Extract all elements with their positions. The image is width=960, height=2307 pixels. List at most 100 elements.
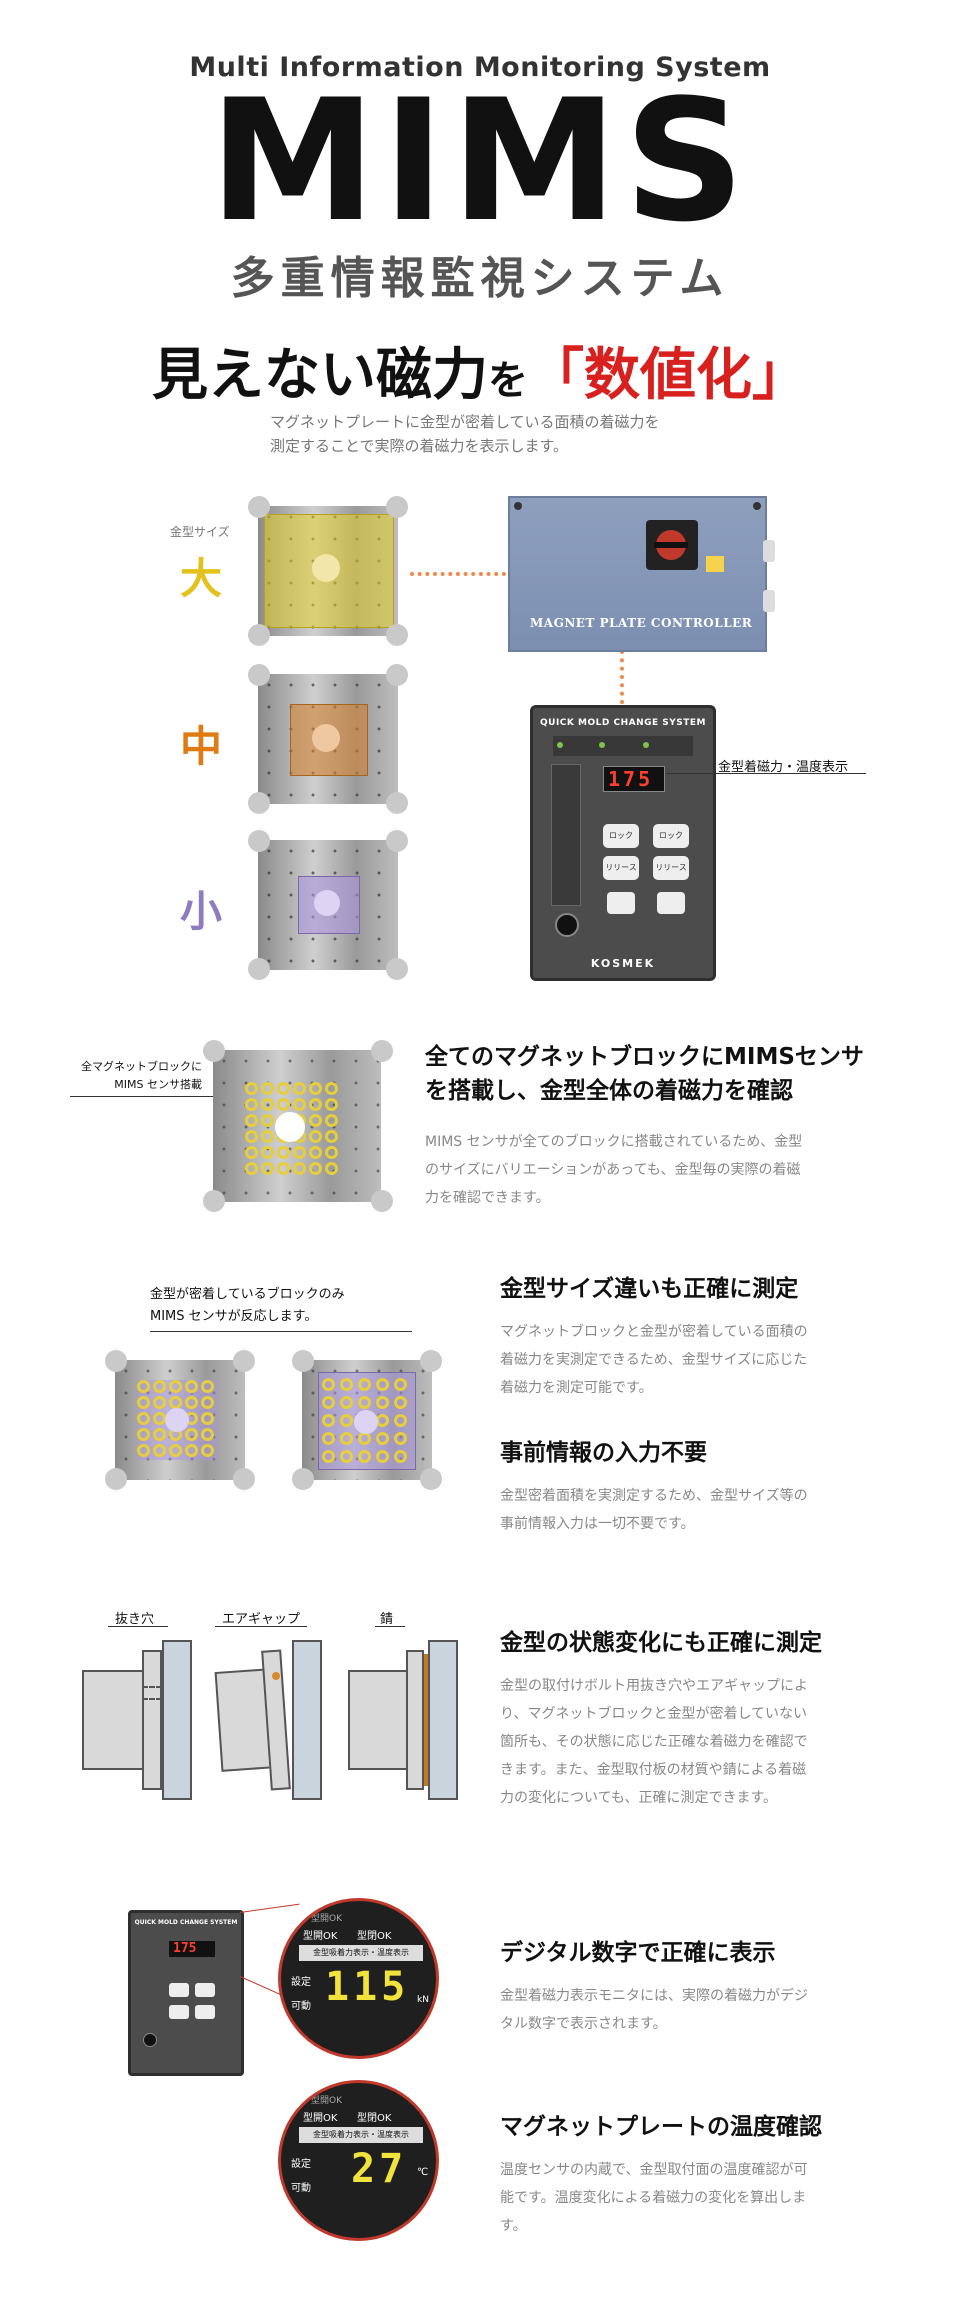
sensor-ring [322, 1396, 335, 1409]
intro-line: 測定することで実際の着磁力を表示します。 [270, 437, 569, 455]
release-button-right[interactable]: リリース [653, 856, 689, 880]
controller-label: MAGNET PLATE CONTROLLER [530, 616, 753, 630]
force-display-value: 175 [608, 767, 654, 791]
sensor-ring [322, 1378, 335, 1391]
sensor-ring [322, 1414, 335, 1427]
mold-overlay-large [264, 514, 394, 628]
panel-callout: 金型着磁力・温度表示 [718, 760, 849, 775]
sensor-ring [261, 1130, 274, 1143]
key-switch-icon [555, 913, 579, 937]
sensor-ring [325, 1114, 338, 1127]
sensor-ring [309, 1130, 322, 1143]
sensor-ring [153, 1380, 166, 1393]
sensor-ring [340, 1450, 353, 1463]
lock-button-left[interactable]: ロック [603, 824, 639, 848]
section1-body: MIMS センサが全てのブロックに搭載されているため、金型 のサイズにバリエーシ… [425, 1134, 803, 1206]
reset-button[interactable] [607, 892, 635, 914]
sensor-ring [309, 1162, 322, 1175]
sensor-ring [394, 1396, 407, 1409]
sensor-ring [325, 1098, 338, 1111]
magnet-plate-controller: MAGNET PLATE CONTROLLER [508, 496, 775, 652]
sensor-ring [185, 1380, 198, 1393]
section2-title: 金型サイズ違いも正確に測定 [500, 1276, 799, 1302]
section4-title2: マグネットプレートの温度確認 [500, 2114, 822, 2140]
system-english-name: Multi Information Monitoring System [189, 52, 771, 83]
label-air-gap: エアギャップ [222, 1612, 301, 1627]
size-large-label: 大 [180, 554, 223, 603]
section3-body: 金型の取付けボルト用抜き穴やエアギャップによ り、マグネットブロックと金型が密着… [500, 1678, 808, 1806]
sensor-ring [137, 1444, 150, 1457]
plate-compare-a [105, 1350, 255, 1490]
rotary-switch [646, 520, 698, 570]
section2-body: マグネットブロックと金型が密着している面積の 着磁力を実測定できるため、金型サイ… [500, 1324, 808, 1396]
sensor-ring [358, 1396, 371, 1409]
sensor-ring [277, 1098, 290, 1111]
sensor-ring [340, 1414, 353, 1427]
operation-panel: QUICK MOLD CHANGE SYSTEM 175 ロック ロック リリー… [530, 705, 716, 981]
sensor-ring [325, 1146, 338, 1159]
intro-line: マグネットプレートに金型が密着している面積の着磁力を [270, 413, 660, 431]
sensor-ring [325, 1082, 338, 1095]
sensor-ring [201, 1396, 214, 1409]
sensor-ring [201, 1380, 214, 1393]
sensor-ring [185, 1444, 198, 1457]
sensor-ring [358, 1450, 371, 1463]
power-button[interactable] [657, 892, 685, 914]
sensor-ring [293, 1162, 306, 1175]
sensor-ring [137, 1412, 150, 1425]
sensor-ring [376, 1378, 389, 1391]
label-hole: 抜き穴 [115, 1612, 155, 1627]
diagram-rust [348, 1640, 458, 1800]
sensor-ring [137, 1380, 150, 1393]
diagram-bolt-hole [82, 1640, 192, 1800]
size-small-label: 小 [180, 887, 223, 936]
sensor-ring [358, 1378, 371, 1391]
force-display: 175 [603, 766, 665, 792]
sensor-ring [261, 1146, 274, 1159]
sensor-ring [261, 1098, 274, 1111]
connector-controller-to-panel [620, 650, 624, 704]
mims-logo: MIMS [209, 63, 751, 259]
sensor-ring [325, 1162, 338, 1175]
sensor-ring [185, 1428, 198, 1441]
hero-intro: マグネットプレートに金型が密着している面積の着磁力を 測定することで実際の着磁力… [270, 410, 750, 458]
sensor-ring [394, 1432, 407, 1445]
section2-callout: 金型が密着しているブロックのみ MIMS センサが反応します。 [150, 1287, 345, 1324]
mold-size-header: 金型サイズ [170, 525, 230, 539]
sensor-ring [376, 1450, 389, 1463]
sensor-ring [309, 1098, 322, 1111]
headline-particle: を [488, 358, 528, 404]
sensor-ring [245, 1162, 258, 1175]
sensor-ring [261, 1082, 274, 1095]
section2-body2: 金型密着面積を実測定するため、金型サイズ等の 事前情報入力は一切不要です。 [500, 1488, 808, 1532]
sensor-ring [293, 1098, 306, 1111]
sensor-ring [261, 1114, 274, 1127]
sensor-ring [277, 1162, 290, 1175]
sensor-ring [245, 1146, 258, 1159]
release-button-left[interactable]: リリース [603, 856, 639, 880]
zoom-force-display: 型開OK 型開OK 型閉OK 金型吸着力表示・温度表示 設定 可動 115 kN [278, 1898, 439, 2059]
sensor-ring [309, 1082, 322, 1095]
hero-headline: 見えない磁力を「数値化」 [0, 330, 960, 411]
plate-small [248, 830, 408, 980]
sensor-ring [169, 1396, 182, 1409]
section4-body2: 温度センサの内蔵で、金型取付面の温度確認が可 能です。温度変化による着磁力の変化… [500, 2162, 808, 2234]
sensor-ring [245, 1098, 258, 1111]
sensor-ring [309, 1114, 322, 1127]
section3-title: 金型の状態変化にも正確に測定 [500, 1630, 822, 1656]
all-sensor-plate [203, 1040, 393, 1212]
lock-button-right[interactable]: ロック [653, 824, 689, 848]
sensor-ring [277, 1082, 290, 1095]
sensor-ring [245, 1130, 258, 1143]
sensor-ring [340, 1378, 353, 1391]
diagram-air-gap [212, 1640, 322, 1800]
sensor-ring [293, 1146, 306, 1159]
sensor-ring [376, 1432, 389, 1445]
warning-icon [706, 556, 724, 572]
sensor-ring [394, 1378, 407, 1391]
section1-callout: 全マグネットブロックに MIMS センサ搭載 [81, 1060, 202, 1091]
sensor-ring [322, 1450, 335, 1463]
section2-title2: 事前情報の入力不要 [500, 1440, 707, 1466]
plate-large [248, 496, 408, 646]
zoom-temperature-display: 型開OK 型開OK 型閉OK 金型吸着力表示・温度表示 設定 可動 27 ℃ [278, 2080, 439, 2241]
